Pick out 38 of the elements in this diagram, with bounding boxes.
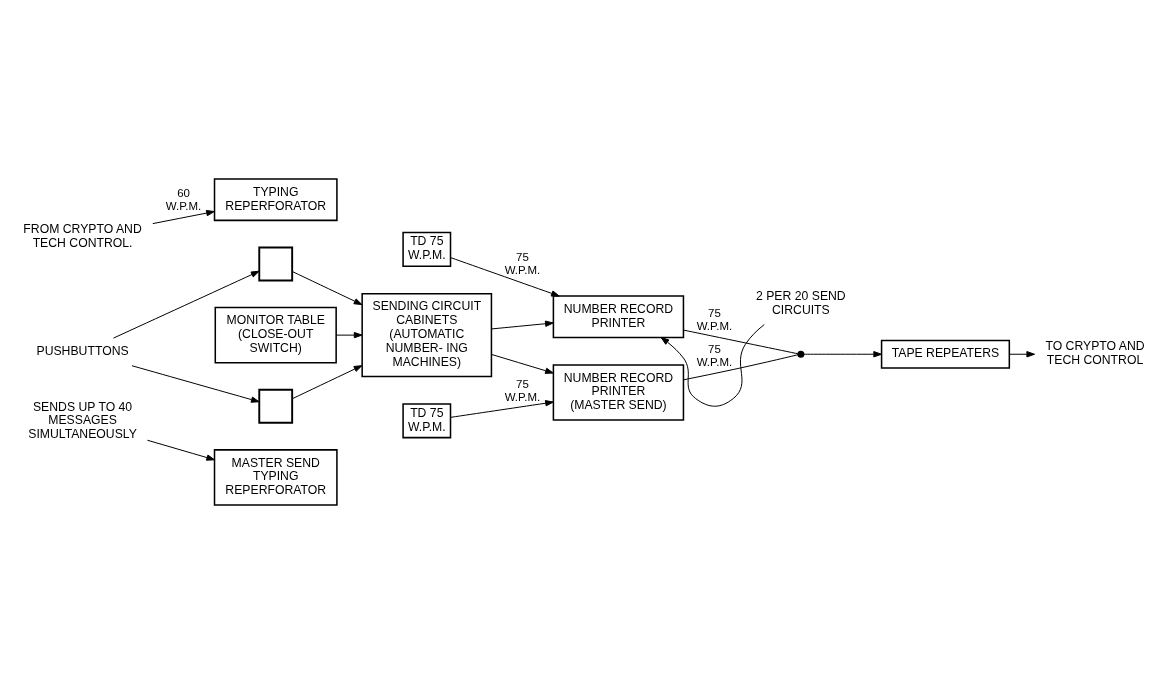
node-text: SENDS UP TO 40 MESSAGES SIMULTANEOUSLY (28, 399, 137, 442)
arrow (491, 320, 554, 330)
node-box: TYPING REPERFORATOR (213, 178, 338, 222)
arrow (803, 351, 882, 358)
node-text: PUSHBUTTONS (36, 343, 129, 358)
edge-label: 60 W.P.M. (165, 187, 202, 213)
node-circle (797, 350, 805, 358)
arrow (450, 400, 554, 418)
node-box (258, 246, 294, 282)
connector (683, 329, 799, 355)
arrow (660, 324, 765, 407)
node-text: TO CRYPTO AND TECH CONTROL (1045, 339, 1145, 368)
node-text: 2 PER 20 SEND CIRCUITS (756, 288, 846, 317)
node-box: NUMBER RECORD PRINTER (MASTER SEND) (552, 364, 685, 421)
node-box: NUMBER RECORD PRINTER (552, 295, 685, 339)
node-box: MONITOR TABLE (CLOSE-OUT SWITCH) (214, 306, 337, 364)
node-box: TAPE REPEATERS (880, 339, 1011, 369)
edge-label: 75 W.P.M. (504, 377, 541, 403)
arrow (491, 353, 554, 374)
arrow (1008, 351, 1036, 358)
node-box: TD 75 W.P.M. (402, 403, 452, 439)
node-box (258, 388, 294, 424)
connector (682, 354, 799, 381)
arrow (131, 365, 260, 403)
arrow (152, 209, 215, 225)
edge-label: 75 W.P.M. (696, 342, 733, 368)
arrow (291, 365, 363, 400)
arrow (335, 331, 363, 339)
arrow (291, 270, 363, 306)
arrow (450, 257, 560, 297)
node-box: SENDING CIRCUIT CABINETS (AUTOMATIC NUMBER- ING MACHINES) (361, 293, 493, 378)
node-box: MASTER SEND TYPING REPERFORATOR (213, 449, 338, 506)
node-box: TD 75 W.P.M. (402, 231, 452, 268)
arrow (113, 270, 260, 339)
edge-label: 75 W.P.M. (504, 250, 541, 276)
arrow (146, 439, 215, 461)
edge-label: 75 W.P.M. (696, 306, 733, 332)
node-text: FROM CRYPTO AND TECH CONTROL. (23, 222, 142, 250)
